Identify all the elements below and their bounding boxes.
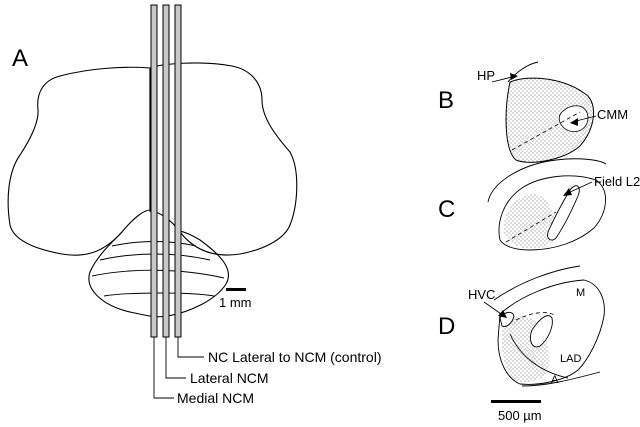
arrow-hvc-head (498, 310, 507, 318)
section-d-lad-line (509, 333, 569, 379)
label-lad: LAD (560, 353, 581, 365)
panel-label-d: D (438, 313, 455, 340)
section-c (487, 158, 607, 251)
section-b-cmm (558, 105, 589, 132)
label-m: M (576, 287, 585, 299)
scale-bar-brain (226, 288, 246, 291)
arrow-hp-head (510, 73, 518, 80)
section-b-dashed-line (511, 111, 581, 151)
cerebellum-fold-3 (91, 269, 225, 279)
section-b (505, 61, 595, 163)
panel-label-a: A (12, 45, 28, 72)
section-d (493, 265, 605, 387)
leader-medial (153, 337, 174, 399)
panel-label-c: C (438, 196, 455, 223)
section-c-field-l2 (547, 185, 580, 241)
label-cmm: CMM (597, 107, 628, 122)
scale-bar-sections (491, 400, 541, 403)
section-b-ncm-region (505, 77, 595, 163)
section-d-a-line (521, 371, 601, 387)
section-d-outline (497, 279, 605, 385)
electrode-medial (150, 4, 158, 338)
cerebellum-fold-4 (103, 292, 215, 297)
panel-label-b: B (438, 87, 454, 114)
section-c-ncm-region (504, 193, 556, 249)
section-d-outer-edge (493, 265, 581, 301)
label-hvc: HVC (468, 287, 495, 302)
label-lateral-ncm: Lateral NCM (190, 370, 269, 386)
section-c-outline (498, 175, 606, 251)
scale-label-brain: 1 mm (219, 295, 252, 310)
electrode-lateral (162, 4, 170, 338)
label-a: A (551, 374, 559, 386)
scale-label-sections: 500 µm (498, 408, 542, 423)
label-medial-ncm: Medial NCM (177, 390, 254, 406)
arrow-cmm-head (570, 118, 578, 126)
leader-lateral (165, 337, 186, 379)
label-field-l2: Field L2 (594, 174, 640, 189)
section-b-outer-edge (507, 61, 539, 83)
section-c-dashed-line (505, 211, 557, 243)
electrode-control (174, 4, 182, 338)
electrode-leaders (153, 337, 204, 399)
label-control: NC Lateral to NCM (control) (208, 349, 382, 365)
arrow-field-l2-head (563, 188, 572, 196)
section-c-outer-edge (487, 158, 607, 203)
leader-control (177, 337, 204, 358)
section-d-oval (529, 315, 553, 348)
left-hemisphere (7, 66, 151, 256)
right-hemisphere (149, 62, 298, 256)
label-hp: HP (477, 68, 495, 83)
cerebellum-outline (88, 230, 229, 318)
section-d-dashed-line (515, 312, 557, 321)
electrodes (150, 4, 182, 338)
